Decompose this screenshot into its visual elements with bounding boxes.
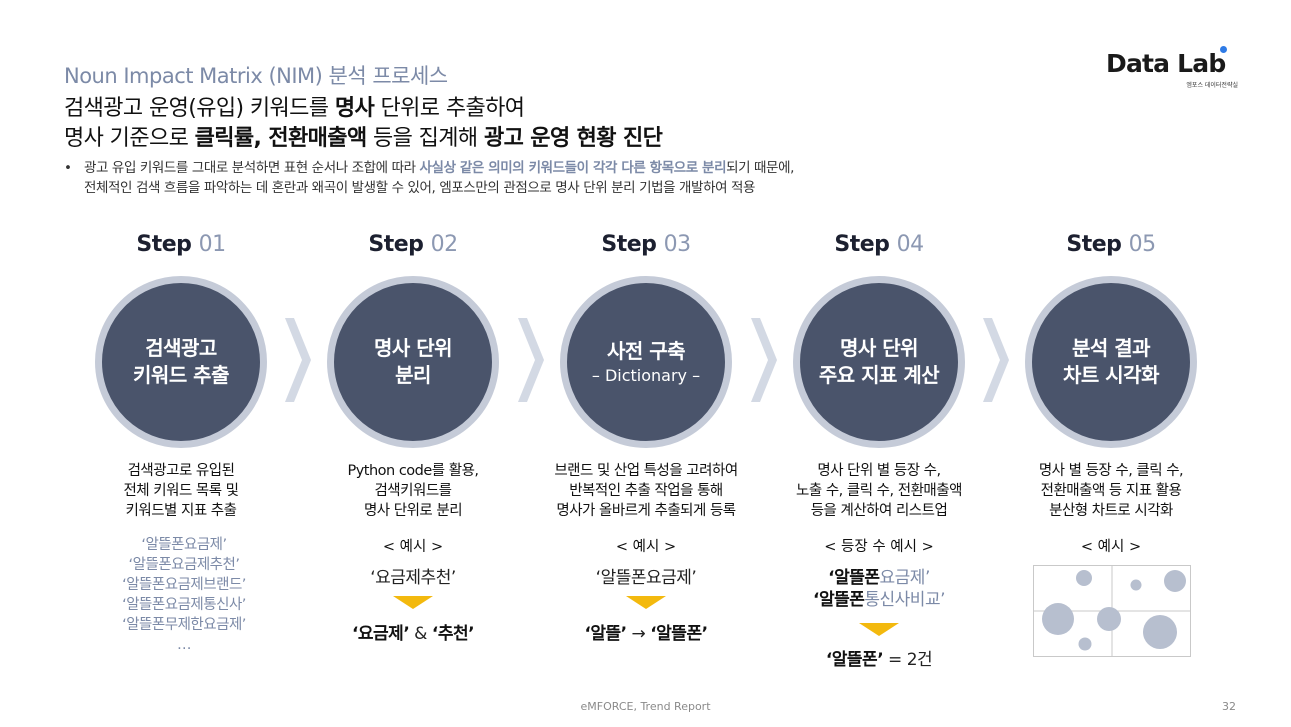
headline-line-2: 명사 기준으로 클릭률, 전환매출액 등을 집계해 광고 운영 현황 진단 [64, 126, 663, 151]
step-5-description: 명사 별 등장 수, 클릭 수, 전환매출액 등 지표 활용 분산형 차트로 시… [1038, 463, 1184, 519]
step-4-example-line-2: ‘알뜰폰통신사비교’ [813, 590, 945, 610]
bullet-text: 광고 유입 키워드를 그대로 분석하면 표현 순서나 조합에 따라 사실상 같은… [84, 158, 794, 198]
step-1-description: 검색광고로 유입된 전체 키워드 목록 및 키워드별 지표 추출 [123, 463, 239, 519]
chevron-right-icon [983, 318, 1009, 402]
data-lab-logo: Data Lab 엠포스 데이터전략실 [1106, 46, 1240, 92]
logo-text: Data Lab [1106, 49, 1226, 78]
step-4-example-label: < 등장 수 예시 > [824, 539, 934, 555]
step-5-circle: 분석 결과 차트 시각화 [1025, 276, 1197, 448]
chevron-right-icon [751, 318, 777, 402]
step-4-heading: Step 04 [834, 232, 924, 257]
step-1-circle: 검색광고 키워드 추출 [95, 276, 267, 448]
bullet-line-2: 전체적인 검색 흐름을 파악하는 데 혼란과 왜곡이 발생할 수 있어, 엠포스… [84, 180, 756, 196]
step-4-circle: 명사 단위 주요 지표 계산 [793, 276, 965, 448]
down-triangle-icon [393, 596, 433, 609]
logo-subtext: 엠포스 데이터전략실 [1186, 82, 1238, 89]
step-2-example-output: ‘요금제’ & ‘추천’ [351, 624, 475, 644]
bullet-icon: • [64, 160, 72, 176]
step-2-example-input: ‘요금제추천’ [370, 568, 456, 588]
step-4-example-line-1: ‘알뜰폰요금제’ [828, 568, 930, 588]
step-3-example-output: ‘알뜰’ → ‘알뜰폰’ [584, 624, 708, 644]
step-2-heading: Step 02 [368, 232, 458, 257]
step-4-example-result: ‘알뜰폰’ = 2건 [825, 650, 933, 670]
page-number: 32 [1222, 700, 1236, 713]
step-5-example-label: < 예시 > [1080, 539, 1142, 555]
bullet-line-1: 광고 유입 키워드를 그대로 분석하면 표현 순서나 조합에 따라 사실상 같은… [84, 160, 794, 176]
step-4-description: 명사 단위 별 등장 수, 노출 수, 클릭 수, 전환매출액 등을 계산하여 … [796, 463, 962, 519]
footer-text: eMFORCE, Trend Report [580, 700, 711, 713]
chevron-right-icon [518, 318, 544, 402]
page-title: Noun Impact Matrix (NIM) 분석 프로세스 [64, 64, 448, 88]
step-3-description: 브랜드 및 산업 특성을 고려하여 반복적인 추출 작업을 통해 명사가 올바르… [554, 463, 738, 519]
step-3-circle: 사전 구축 – Dictionary – [560, 276, 732, 448]
step-3-example-input: ‘알뜰폰요금제’ [595, 568, 697, 588]
step-2-description: Python code를 활용, 검색키워드를 명사 단위로 분리 [347, 463, 479, 519]
down-triangle-icon [859, 623, 899, 636]
bubble-chart-illustration [1033, 565, 1191, 657]
headline-line-1: 검색광고 운영(유입) 키워드를 명사 단위로 추출하여 [64, 96, 525, 121]
chevron-right-icon [285, 318, 311, 402]
logo-dot-icon [1220, 46, 1227, 53]
step-2-example-label: < 예시 > [382, 539, 444, 555]
step-1-keyword-list: ‘알뜰폰요금제’ ‘알뜰폰요금제추천’ ‘알뜰폰요금제브랜드’ ‘알뜰폰요금제통… [122, 537, 246, 653]
step-2-circle: 명사 단위 분리 [327, 276, 499, 448]
step-5-heading: Step 05 [1066, 232, 1156, 257]
step-1-heading: Step 01 [136, 232, 226, 257]
step-3-heading: Step 03 [601, 232, 691, 257]
step-3-example-label: < 예시 > [615, 539, 677, 555]
down-triangle-icon [626, 596, 666, 609]
